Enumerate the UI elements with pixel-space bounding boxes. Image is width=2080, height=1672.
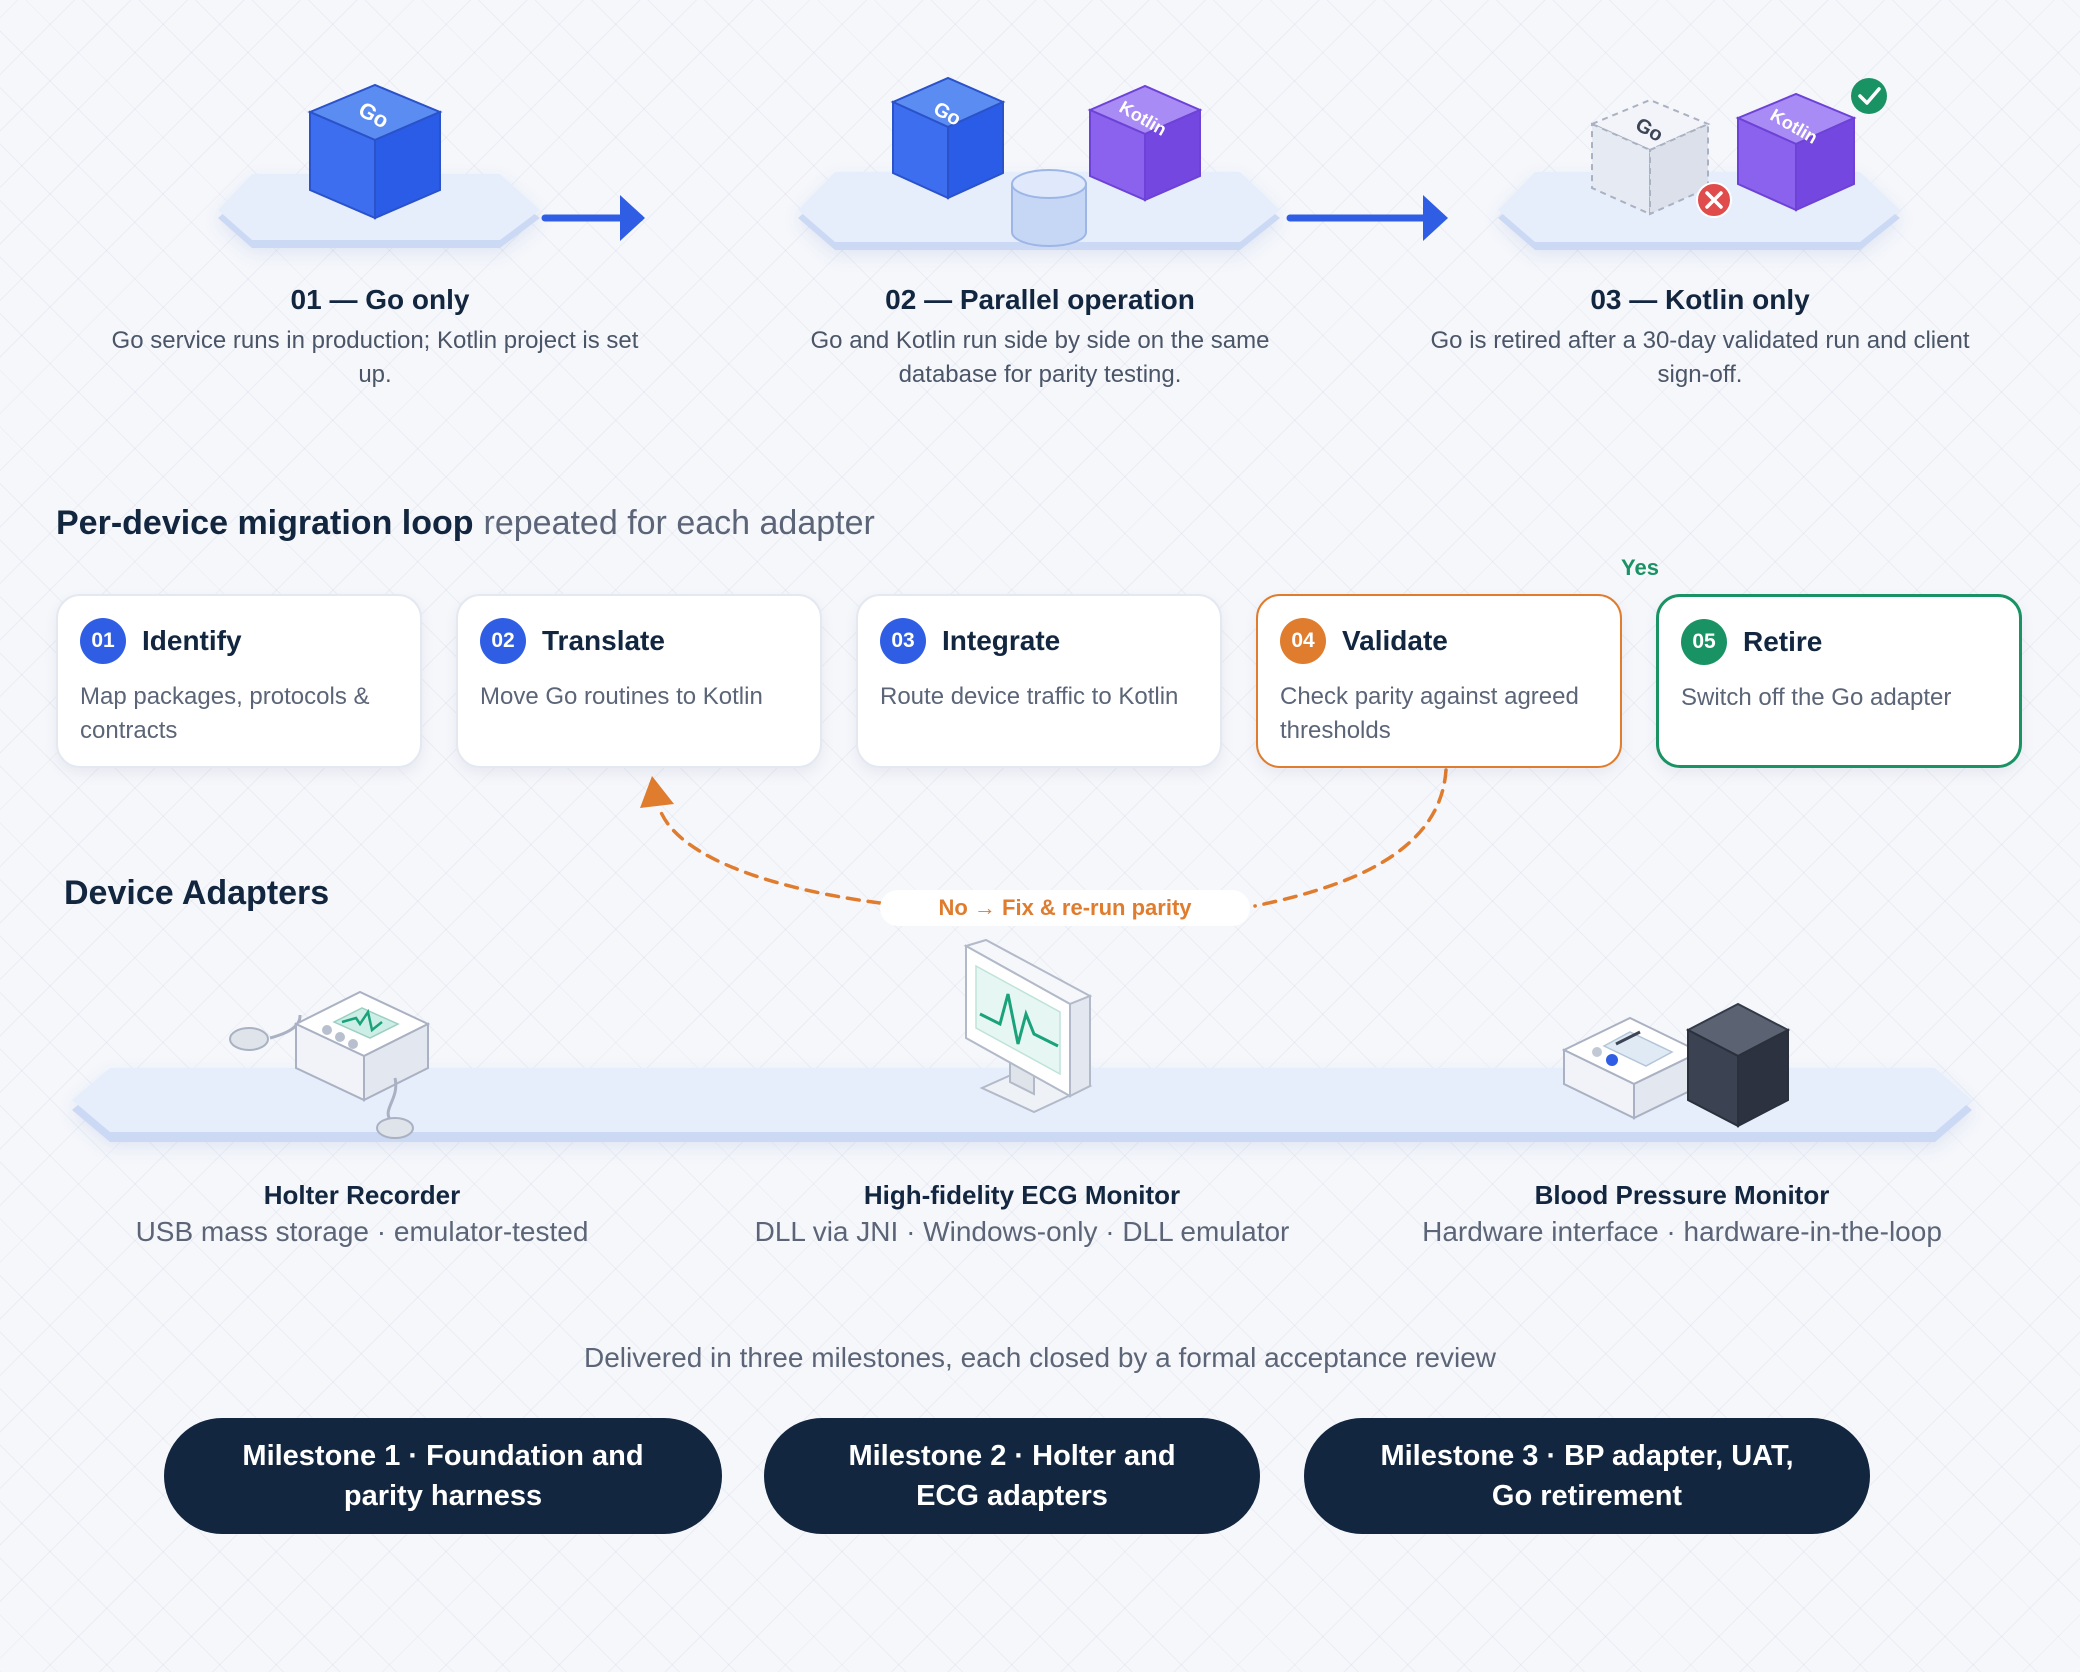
yes-label: Yes xyxy=(1621,555,1659,580)
kotlin-cube-icon: Kotlin xyxy=(1735,92,1857,212)
milestone-1: Milestone 1 · Foundation and parity harn… xyxy=(164,1418,722,1534)
bp-monitor-icon xyxy=(1561,1002,1791,1128)
kotlin-cube-icon: Kotlin xyxy=(1087,84,1203,202)
kotlin-cube-label: Kotlin xyxy=(1116,97,1170,140)
loop-title-text: Per-device migration loop xyxy=(56,504,474,542)
go-cube-icon: Go xyxy=(307,83,443,220)
step-description: Check parity against agreed thresholds xyxy=(1280,683,1579,744)
step-title: Identify xyxy=(142,625,242,656)
retired-go-cube-label: Go xyxy=(1631,114,1666,147)
device-description: DLL via JNI · Windows-only · DLL emulato… xyxy=(754,1216,1290,1247)
device-name: Holter Recorder xyxy=(263,1180,461,1210)
step-description: Move Go routines to Kotlin xyxy=(480,683,763,710)
go-cube-label: Go xyxy=(929,98,964,131)
step-number-badge: 01 xyxy=(80,618,126,664)
phase-3-description: Go is retired after a 30-day validated r… xyxy=(1430,327,1970,388)
loop-subtitle: repeated for each adapter xyxy=(483,504,875,542)
step-validate: 04 Validate Check parity against agreed … xyxy=(1256,594,1622,768)
device-platform xyxy=(72,1068,1972,1142)
step-number-badge: 05 xyxy=(1681,619,1727,665)
device-name: High-fidelity ECG Monitor xyxy=(863,1180,1181,1210)
no-loop-arrow xyxy=(658,768,1448,908)
kotlin-cube-label: Kotlin xyxy=(1767,105,1821,148)
go-cube-label: Go xyxy=(354,97,393,134)
holter-recorder-icon xyxy=(229,990,431,1139)
milestones-caption: Delivered in three milestones, each clos… xyxy=(583,1342,1496,1373)
step-title: Validate xyxy=(1342,625,1448,656)
device-description: Hardware interface · hardware-in-the-loo… xyxy=(1422,1216,1942,1247)
step-identify: 01 Identify Map packages, protocols & co… xyxy=(56,594,422,768)
step-number-badge: 03 xyxy=(880,618,926,664)
x-circle-icon xyxy=(1696,182,1732,218)
step-title: Integrate xyxy=(942,625,1061,656)
arrow-right-icon xyxy=(1423,195,1448,241)
phase-3-platform xyxy=(1498,172,1900,250)
phase-1-title: 01 — Go only xyxy=(290,284,470,315)
phase-2-platform xyxy=(798,172,1280,250)
check-circle-icon xyxy=(1851,78,1887,114)
phase-1-platform xyxy=(218,174,540,248)
step-number-badge: 02 xyxy=(480,618,526,664)
no-loop-arrowhead xyxy=(640,776,674,808)
phase-2-description: Go and Kotlin run side by side on the sa… xyxy=(810,327,1270,388)
arrow-right-icon xyxy=(620,195,645,241)
step-title: Retire xyxy=(1743,626,1823,657)
milestone-2: Milestone 2 · Holter and ECG adapters xyxy=(764,1418,1260,1534)
step-description: Route device traffic to Kotlin xyxy=(880,683,1179,710)
step-retire: 05 Retire Switch off the Go adapter xyxy=(1656,594,2022,768)
step-title: Translate xyxy=(542,625,665,656)
database-cylinder-icon xyxy=(1011,169,1087,247)
go-cube-icon: Go xyxy=(890,76,1006,200)
ecg-monitor-icon xyxy=(963,938,1093,1114)
device-name: Blood Pressure Monitor xyxy=(1534,1180,1830,1210)
phase-1-description: Go service runs in production; Kotlin pr… xyxy=(111,327,639,388)
retired-go-cube-icon: Go xyxy=(1589,98,1711,216)
phase-2-title: 02 — Parallel operation xyxy=(885,284,1195,315)
step-description: Switch off the Go adapter xyxy=(1681,684,1952,711)
no-fix-rerun-label: No → Fix & re-run parity xyxy=(880,890,1250,926)
step-integrate: 03 Integrate Route device traffic to Kot… xyxy=(856,594,1222,768)
step-description: Map packages, protocols & contracts xyxy=(80,683,370,744)
step-translate: 02 Translate Move Go routines to Kotlin xyxy=(456,594,822,768)
step-number-badge: 04 xyxy=(1280,618,1326,664)
device-description: USB mass storage · emulator-tested xyxy=(135,1216,589,1247)
device-adapters-title: Device Adapters xyxy=(64,874,330,912)
milestone-3: Milestone 3 · BP adapter, UAT, Go retire… xyxy=(1304,1418,1870,1534)
phase-3-title: 03 — Kotlin only xyxy=(1590,284,1810,315)
